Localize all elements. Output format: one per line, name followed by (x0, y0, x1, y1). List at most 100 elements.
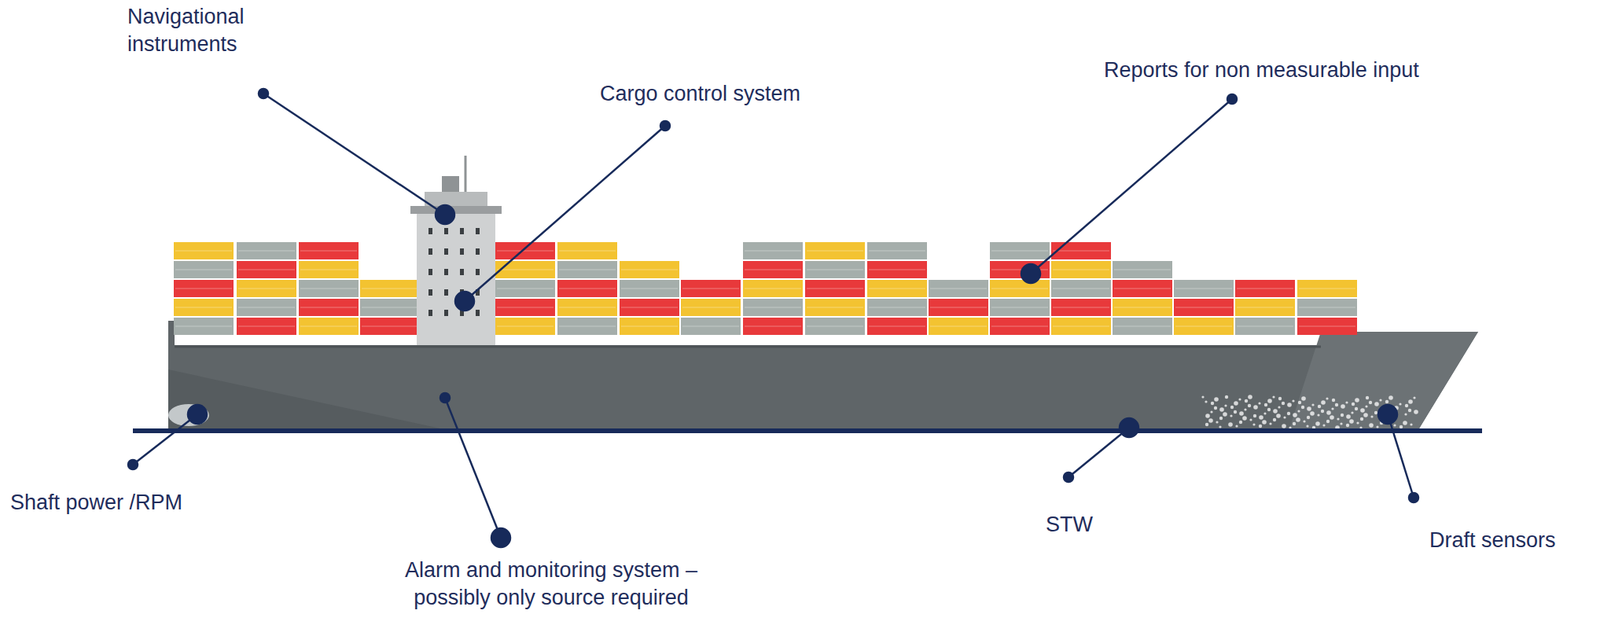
container (989, 242, 1050, 260)
foam-speck (1363, 412, 1369, 418)
foam-speck (1351, 402, 1355, 406)
foam-speck (1335, 403, 1339, 407)
container-rib (806, 326, 864, 328)
container (236, 298, 297, 317)
container-rib (175, 326, 232, 328)
container-rib (559, 307, 616, 309)
foam-speck (1326, 410, 1332, 416)
foam-speck (1311, 403, 1314, 406)
container-rib (238, 307, 295, 309)
foam-speck (1292, 412, 1298, 418)
container-rib (621, 307, 678, 309)
container-rib (175, 250, 232, 252)
foam-speck (1272, 418, 1277, 422)
container (742, 317, 803, 335)
hull (168, 320, 1479, 429)
container-rib (300, 326, 357, 328)
container-rib (496, 250, 554, 252)
foam-speck (1228, 422, 1233, 427)
foam-speck (1315, 421, 1321, 427)
container-rib (361, 326, 419, 328)
container (1051, 298, 1111, 317)
container-rib (744, 307, 802, 309)
leader-dot (440, 393, 450, 403)
leader-line (445, 397, 501, 538)
foam-speck (1291, 399, 1295, 402)
container-rib (361, 307, 419, 309)
window (475, 309, 480, 317)
foam-speck (1278, 397, 1282, 401)
container (928, 279, 989, 298)
container (236, 279, 297, 298)
foam-speck (1276, 413, 1281, 419)
foam-speck (1230, 405, 1234, 409)
container-rib (930, 326, 987, 328)
foam-speck (1354, 397, 1360, 403)
container (1235, 298, 1295, 317)
foam-speck (1375, 425, 1379, 428)
container-rib (300, 288, 357, 290)
foam-speck (1301, 396, 1306, 401)
leader-dot (1119, 418, 1139, 438)
foam-speck (1258, 424, 1262, 428)
callout-label: Draft sensors (1429, 526, 1556, 555)
foam-speck (1365, 396, 1369, 400)
container (1297, 298, 1358, 317)
container-rib (1052, 269, 1110, 271)
foam-speck (1247, 394, 1253, 400)
container-rib (1052, 307, 1110, 309)
window (444, 289, 449, 296)
foam-speck (1360, 417, 1364, 421)
foam-speck (1257, 401, 1261, 405)
container-rib (868, 307, 926, 309)
container-rib (559, 269, 616, 271)
window (444, 268, 449, 276)
container-rib (744, 326, 802, 328)
foam-speck (1374, 401, 1380, 407)
container (236, 242, 297, 260)
foam-speck (1399, 425, 1403, 429)
container (680, 317, 741, 335)
foam-speck (1261, 419, 1267, 425)
leader-dot (1378, 404, 1398, 424)
foam-speck (1204, 400, 1207, 403)
container (742, 298, 803, 317)
windows (428, 228, 480, 317)
leader-line (1030, 99, 1233, 274)
foam-speck (1331, 407, 1334, 410)
foam-speck (1325, 397, 1328, 400)
container (173, 242, 234, 260)
foam-speck (1229, 414, 1233, 417)
foam-speck (1316, 413, 1320, 416)
container-rib (238, 250, 295, 252)
container (298, 261, 359, 279)
callout-label: STW (1045, 511, 1093, 539)
foam-speck (1213, 406, 1218, 410)
container-rib (1298, 326, 1356, 328)
container-rib (991, 307, 1049, 309)
foam-speck (1385, 400, 1389, 404)
container-rib (559, 250, 616, 252)
container-rib (621, 269, 678, 271)
container-rib (238, 288, 295, 290)
foam-speck (1306, 415, 1310, 420)
container (1112, 298, 1173, 317)
water-line (132, 428, 1483, 434)
container (805, 261, 865, 279)
container-rib (559, 326, 616, 328)
container (557, 279, 618, 298)
mast (464, 155, 468, 192)
leader-line (1387, 414, 1414, 498)
foam-speck (1287, 402, 1292, 408)
foam-speck (1235, 424, 1238, 427)
container (1235, 317, 1295, 335)
foam-speck (1218, 425, 1222, 428)
foam-speck (1233, 400, 1239, 406)
foam-speck (1301, 405, 1305, 409)
container (236, 261, 297, 279)
window (475, 268, 480, 276)
foam-speck (1210, 401, 1214, 405)
container (1051, 317, 1111, 335)
foam-speck (1219, 407, 1225, 412)
foam-speck (1340, 404, 1346, 409)
